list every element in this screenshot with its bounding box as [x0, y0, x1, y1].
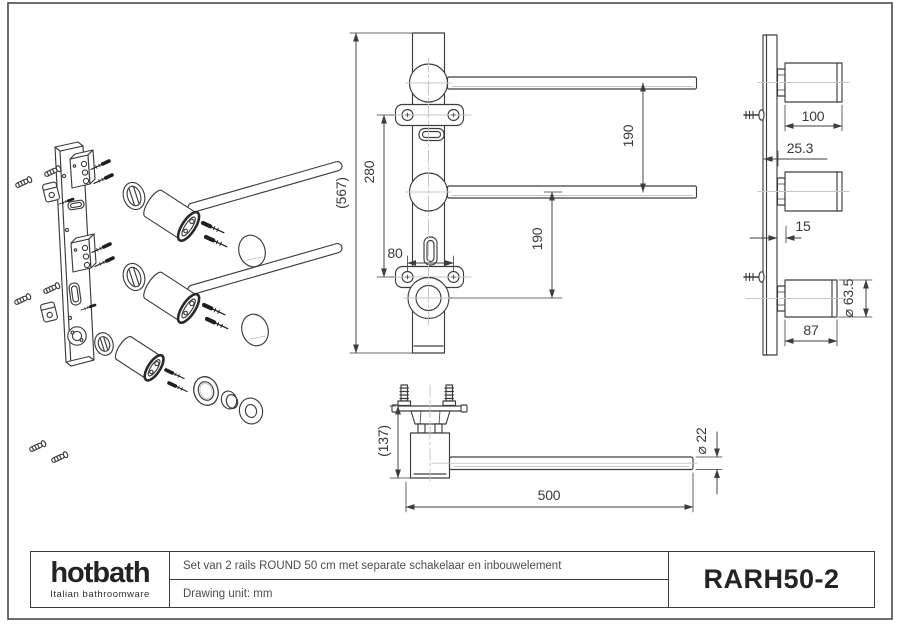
end-cap-bottom [241, 313, 269, 347]
dim-rail-to-valve: 190 [529, 227, 545, 250]
mounting-screws [13, 164, 70, 465]
brand-name: hotbath [50, 557, 150, 589]
exploded-view [13, 141, 343, 465]
valve-ring [94, 332, 114, 356]
escutcheon-bottom [122, 262, 146, 292]
dim-rail-gap: 190 [620, 124, 636, 147]
dim-rail-diameter: ⌀ 22 [693, 427, 709, 455]
side-screw-top [743, 109, 765, 121]
front-dimensions: (567) 280 80 190 190 [333, 32, 646, 354]
side-dimensions: 100 25.3 15 ⌀ 63.5 87 [749, 104, 873, 347]
l-bracket-bottom [39, 301, 59, 323]
side-view: 100 25.3 15 ⌀ 63.5 87 [743, 34, 873, 356]
product-description: Set van 2 rails ROUND 50 cm met separate… [170, 552, 668, 580]
front-rail-top [446, 76, 698, 90]
dim-body-depth: (137) [375, 425, 391, 457]
brand-logo: hotbath Italian bathroomware [31, 552, 170, 607]
dim-valve-diameter: ⌀ 63.5 [840, 278, 856, 317]
valve-cap-ring [238, 397, 264, 425]
dim-valve-length: 87 [803, 322, 819, 338]
title-block-description-cell: Set van 2 rails ROUND 50 cm met separate… [170, 552, 669, 607]
top-screw-left [397, 384, 412, 407]
dim-rail-length: 500 [538, 487, 561, 503]
front-bracket-top [389, 103, 472, 127]
dim-hole-spacing: 80 [387, 245, 403, 261]
sheet-frame [7, 2, 893, 620]
side-screw-bottom [743, 271, 765, 283]
front-slot-top [418, 127, 445, 142]
dim-built-in-depth: 25.3 [787, 140, 814, 156]
product-code: RARH50-2 [703, 564, 840, 594]
front-rail-bottom [446, 185, 698, 199]
rail-tube-top [187, 160, 343, 213]
bar-slot-top [67, 199, 85, 211]
front-slot-bottom [423, 236, 438, 266]
side-wall-plate [762, 34, 778, 356]
top-view: (137) 500 ⌀ 22 [375, 384, 723, 513]
rail-holder-bottom [143, 271, 201, 325]
front-view: (567) 280 80 190 190 [333, 32, 698, 354]
l-bracket-top [41, 181, 61, 203]
title-block: hotbath Italian bathroomware Set van 2 r… [30, 551, 875, 608]
dim-bracket-spacing: 280 [361, 160, 377, 183]
end-cap-top [238, 234, 266, 268]
dim-rail-holder-length: 100 [802, 108, 825, 124]
valve-knob [114, 335, 165, 382]
top-screw-right [442, 384, 457, 407]
drawing-unit: Drawing unit: mm [183, 587, 273, 600]
top-dimensions: (137) 500 ⌀ 22 [375, 405, 723, 513]
dim-plate-offset: 15 [795, 218, 811, 234]
dim-overall-height: (567) [333, 177, 349, 209]
valve-spacer [220, 390, 239, 410]
escutcheon-top [122, 181, 146, 211]
mount-block-top [69, 149, 96, 189]
mount-block-bottom [70, 233, 97, 273]
bar-slot-bottom [68, 282, 82, 306]
top-mount-plate [391, 404, 468, 434]
brand-tagline: Italian bathroomware [50, 589, 150, 600]
valve-flange [193, 376, 219, 406]
rail-holder-top [143, 189, 201, 243]
